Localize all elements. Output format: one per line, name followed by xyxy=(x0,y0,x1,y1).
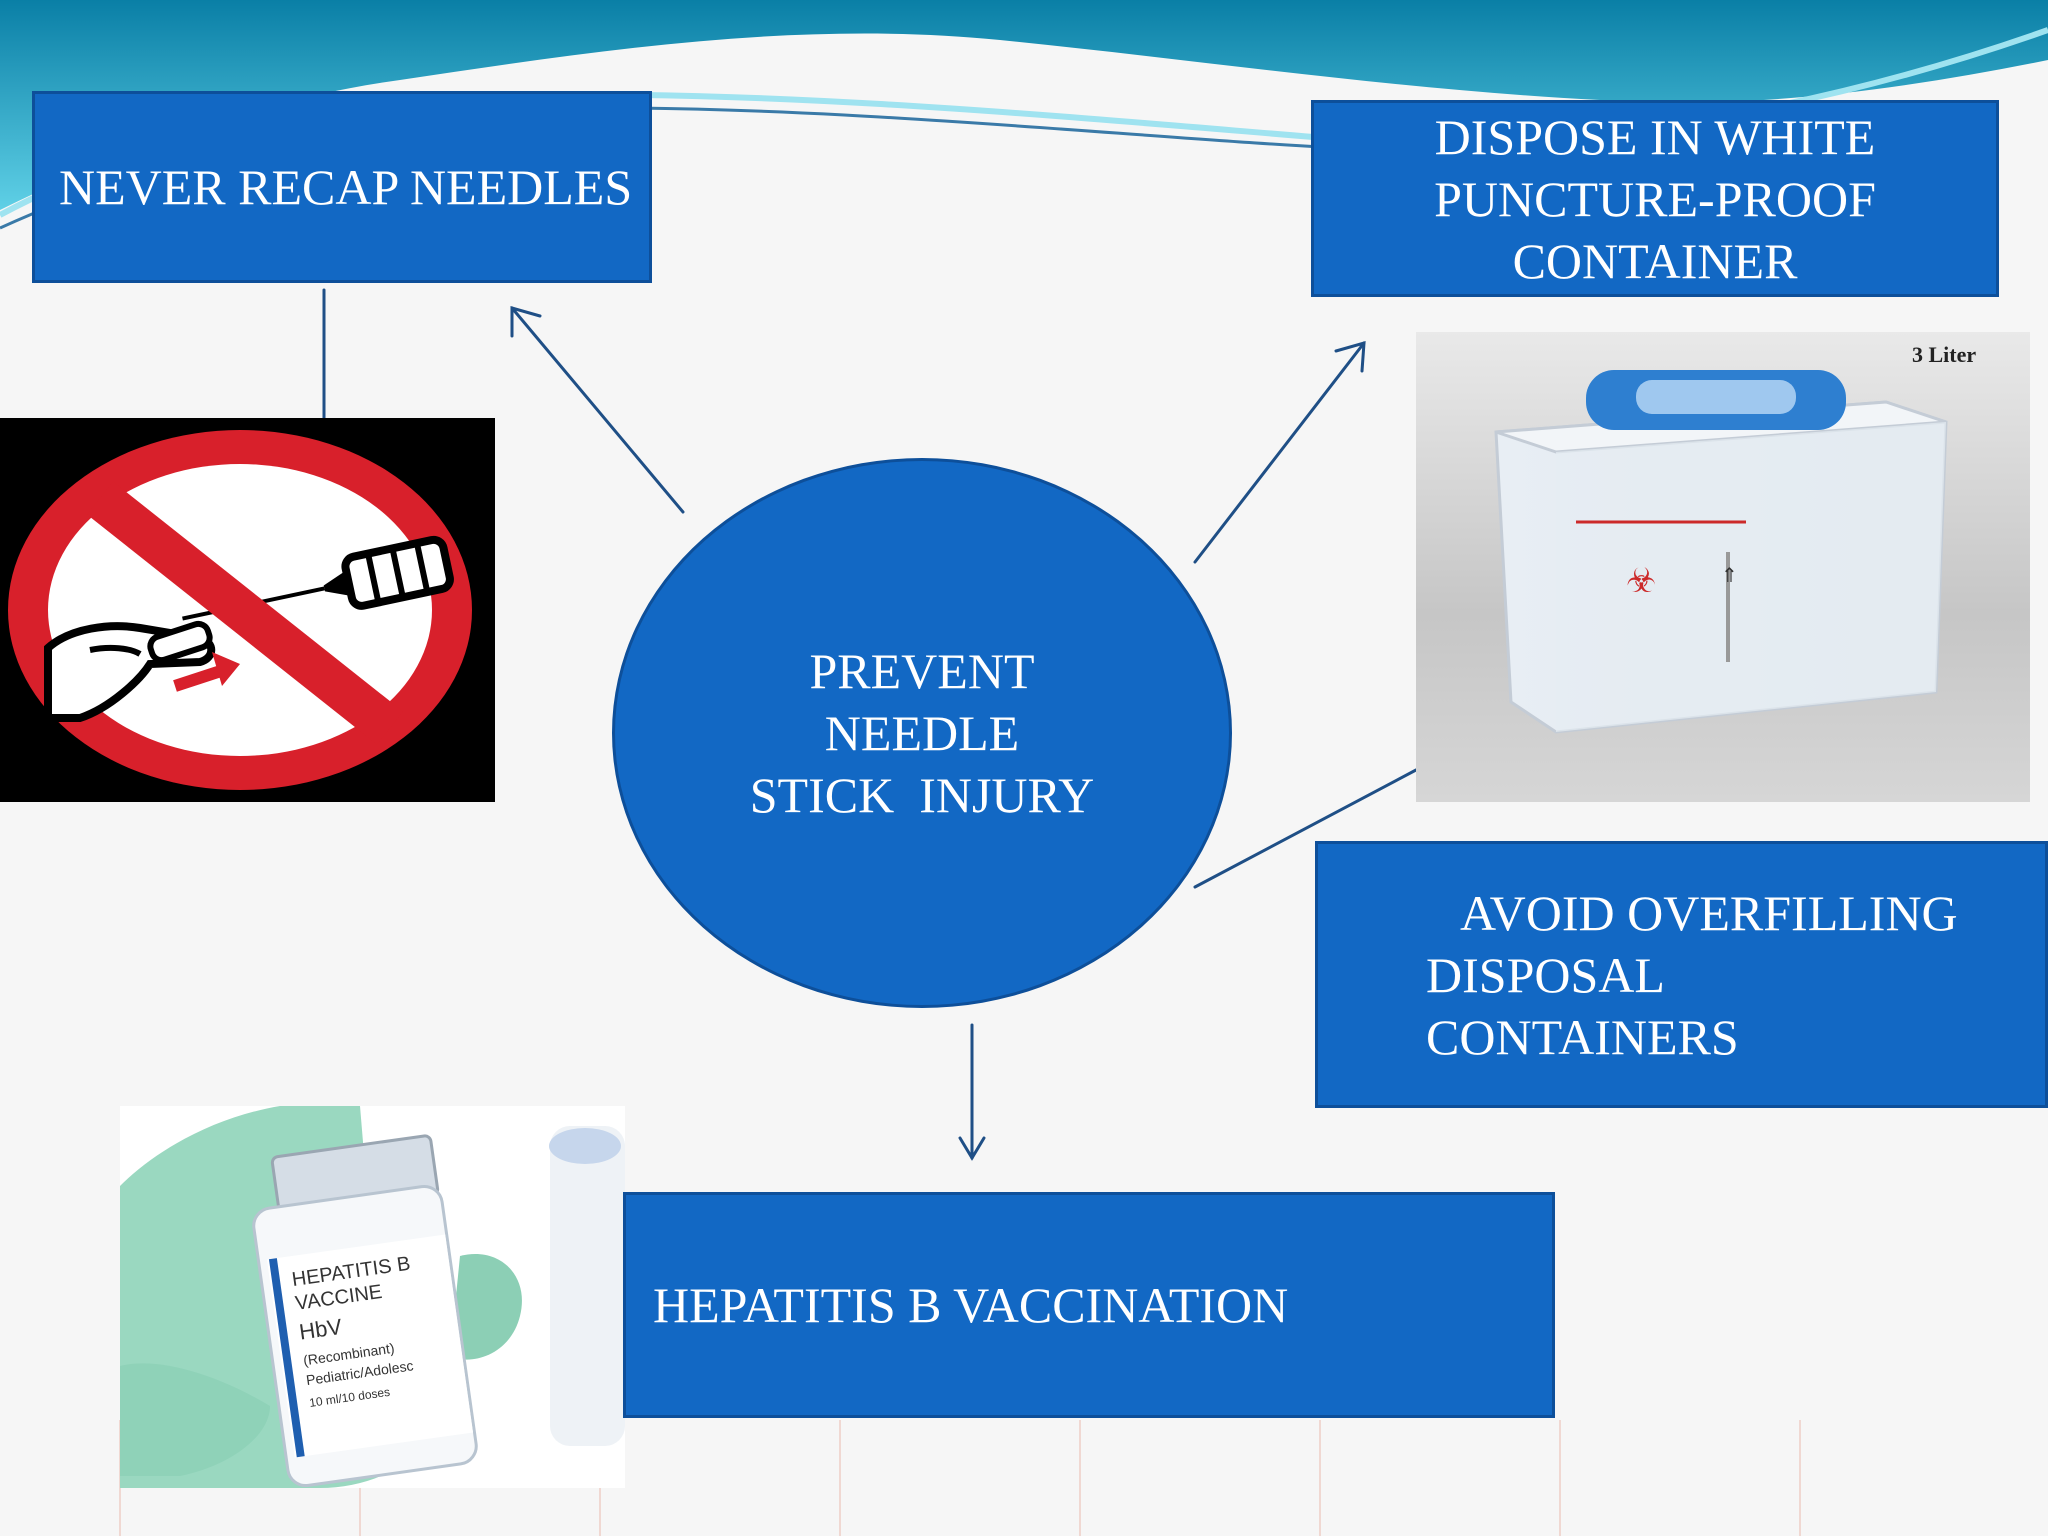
avoid-line-3: CONTAINERS xyxy=(1426,1008,1739,1065)
dispose-line-2: PUNCTURE-PROOF xyxy=(1434,170,1876,227)
hepatitis-b-box: HEPATITIS B VACCINATION xyxy=(623,1192,1555,1418)
dispose-box: DISPOSE IN WHITE PUNCTURE-PROOF CONTAINE… xyxy=(1311,100,1999,297)
arrowhead-hepb xyxy=(958,1136,986,1161)
center-line-3: STICK INJURY xyxy=(749,767,1095,823)
vaccine-vial-icon: HEPATITIS B VACCINE HbV (Recombinant) Pe… xyxy=(120,1106,625,1488)
dispose-line-1: DISPOSE IN WHITE xyxy=(1434,108,1876,165)
center-text: PREVENT NEEDLE STICK INJURY xyxy=(750,640,1094,826)
container-size-label: 3 Liter xyxy=(1912,342,1976,367)
center-circle: PREVENT NEEDLE STICK INJURY xyxy=(612,458,1232,1008)
never-recap-text: NEVER RECAP NEEDLES xyxy=(59,159,633,215)
sharps-container-icon: 3 Liter ☣ ⇑ xyxy=(1416,332,2030,802)
connector-never-recap xyxy=(510,306,685,514)
connector-dispose xyxy=(1193,341,1366,564)
hepatitis-b-text: HEPATITIS B VACCINATION xyxy=(653,1277,1289,1333)
avoid-overfilling-box: AVOID OVERFILLING DISPOSAL CONTAINERS xyxy=(1315,841,2048,1108)
center-line-2: NEEDLE xyxy=(824,705,1020,761)
vaccine-vial-image: HEPATITIS B VACCINE HbV (Recombinant) Pe… xyxy=(120,1106,625,1488)
arrowhead-dispose xyxy=(1334,340,1366,373)
connector-avoid xyxy=(1193,768,1418,889)
avoid-line-1: AVOID OVERFILLING xyxy=(1460,884,1958,941)
no-recap-sign-icon xyxy=(0,418,495,802)
top-wave-band xyxy=(0,0,2048,210)
never-recap-box: NEVER RECAP NEEDLES xyxy=(32,91,652,283)
dispose-text: DISPOSE IN WHITE PUNCTURE-PROOF CONTAINE… xyxy=(1434,106,1876,292)
center-line-1: PREVENT xyxy=(809,643,1035,699)
avoid-line-2: DISPOSAL xyxy=(1426,946,1665,1003)
svg-text:☣: ☣ xyxy=(1626,562,1656,600)
no-recap-sign-image xyxy=(0,418,495,802)
dispose-line-3: CONTAINER xyxy=(1512,232,1798,289)
arrowhead-never-recap xyxy=(510,306,542,338)
sharps-container-image: 3 Liter ☣ ⇑ xyxy=(1416,332,2030,802)
svg-text:⇑: ⇑ xyxy=(1721,565,1738,587)
avoid-text: AVOID OVERFILLING DISPOSAL CONTAINERS xyxy=(1426,882,1958,1068)
vial-label-line-3: HbV xyxy=(298,1314,344,1345)
